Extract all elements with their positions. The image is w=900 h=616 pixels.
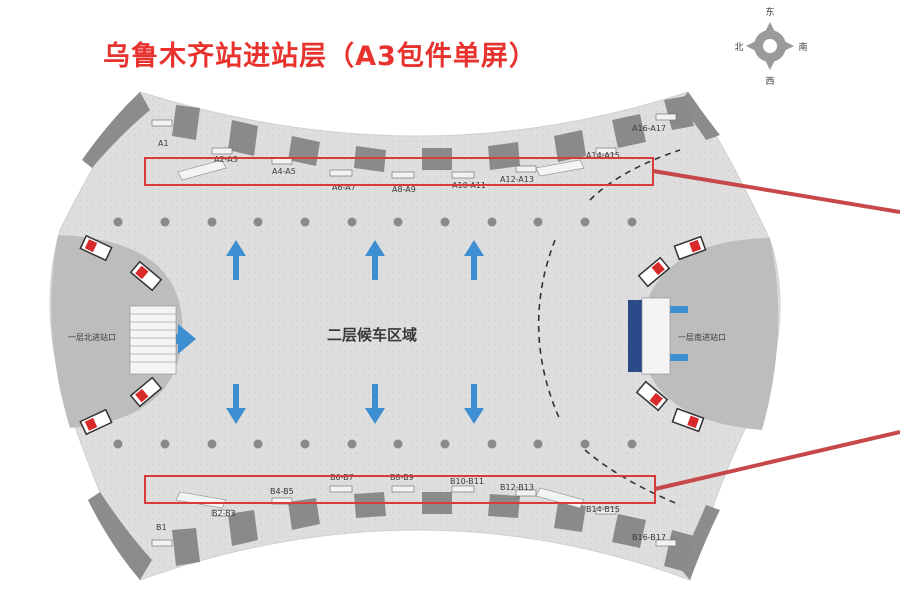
gate-label: B10-B11 [450, 477, 484, 486]
arrows-down [226, 384, 484, 424]
compass-north: 北 [734, 42, 743, 53]
highlight-bottom-gates [144, 475, 656, 504]
top-right-wall [678, 92, 720, 140]
gate-label: A8-A9 [392, 185, 416, 194]
gate-label: A1 [158, 139, 169, 148]
left-entry-signs [79, 234, 163, 436]
gate-label: A4-A5 [272, 167, 296, 176]
left-entry-stairs [129, 305, 177, 375]
dashed-boundary-top [589, 149, 681, 201]
top-gate-machines [151, 113, 677, 179]
gate-label: A2-A3 [214, 155, 238, 164]
gate-label: A12-A13 [500, 175, 534, 184]
left-entrance-label: 一层北进站口 [68, 332, 116, 342]
compass-rose: 东 西 北 南 [734, 6, 807, 87]
gate-label: B14-B15 [586, 505, 620, 514]
gate-label: A6-A7 [332, 183, 356, 192]
bottom-gate-pillars [172, 492, 694, 572]
right-entry-stairs [628, 297, 671, 375]
map-title: 乌鲁木齐站进站层（A3包件单屏） [103, 41, 537, 72]
top-escalators [177, 159, 585, 181]
gate-label: B2-B3 [212, 509, 236, 518]
gate-label: B6-B7 [330, 473, 354, 482]
gate-label: A16-A17 [632, 124, 666, 133]
column-dots-top [113, 217, 637, 227]
top-left-wall [82, 92, 150, 168]
gate-label: B4-B5 [270, 487, 294, 496]
gate-label: B8-B9 [390, 473, 414, 482]
bottom-left-wall [88, 492, 152, 580]
gate-label: B16-B17 [632, 533, 666, 542]
bottom-right-wall [678, 505, 720, 580]
right-entry-signs [635, 235, 707, 433]
callout-line-bottom [654, 430, 900, 491]
compass-south: 南 [798, 41, 807, 53]
bottom-gate-labels: B1 B2-B3 B4-B5 B6-B7 B8-B9 B10-B11 B12-B… [156, 473, 666, 542]
compass-west: 西 [765, 76, 774, 87]
arrows-up [226, 240, 484, 280]
bottom-gate-machines [151, 485, 677, 547]
right-entrance-area [640, 238, 779, 430]
column-dots-bottom [113, 439, 637, 449]
waiting-area-label: 二层候车区域 [327, 326, 417, 344]
right-entrance-label: 一层南进站口 [678, 332, 726, 342]
gate-label: B1 [156, 523, 167, 532]
gate-label: B12-B13 [500, 483, 534, 492]
dashed-boundary-middle [537, 239, 561, 421]
callout-line-top [652, 169, 900, 214]
compass-east: 东 [765, 6, 774, 18]
gate-label: A14-A15 [586, 151, 620, 160]
top-gate-pillars [172, 96, 694, 172]
